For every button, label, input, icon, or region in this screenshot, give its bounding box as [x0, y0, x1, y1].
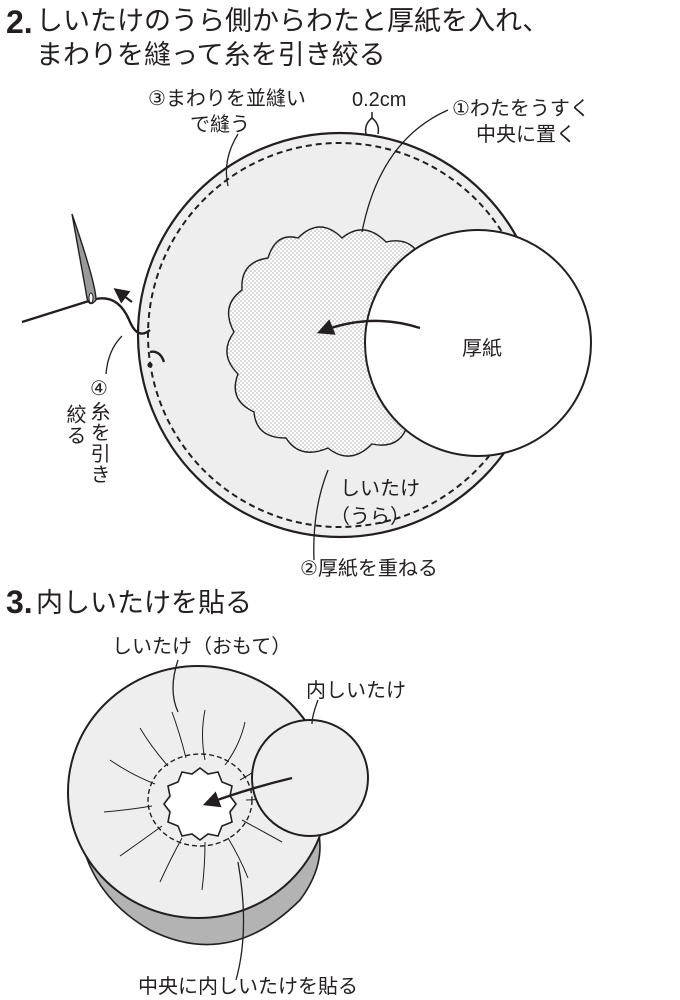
step3-number: 3. [6, 584, 33, 620]
gather-stitch [147, 753, 253, 847]
leader-stack [313, 469, 329, 561]
step2-number: 2. [6, 4, 33, 40]
gill-lines [103, 709, 291, 891]
inner-shiitake [251, 719, 369, 837]
needle [71, 213, 97, 305]
cardboard-circle [364, 229, 592, 457]
label-margin: 0.2cm [352, 89, 407, 111]
margin-bracket [364, 117, 380, 135]
label-sew-line2: で縫う [190, 112, 250, 136]
label-cotton-line2: 中央に置く [476, 122, 576, 146]
label-pull-col2: 絞る [63, 404, 87, 446]
label-sew-line1: ③まわりを並縫い [148, 86, 306, 110]
label-cardboard: 厚紙 [462, 336, 502, 360]
leader-pull [105, 335, 123, 375]
leader-cotton [361, 109, 449, 233]
label-shiitake-line2: （うら） [330, 504, 410, 528]
leader-front [172, 659, 179, 713]
label-inner: 内しいたけ [306, 678, 406, 702]
leader-inner [311, 699, 319, 725]
label-shiitake-line1: しいたけ [340, 476, 420, 500]
label-cotton-line1: ①わたをうすく [452, 96, 590, 120]
thread [21, 297, 151, 335]
leader-sew [225, 133, 239, 187]
label-center: 中央に内しいたけを貼る [138, 974, 358, 998]
label-pull-col1: ④糸を引き [87, 376, 111, 485]
label-front: しいたけ（おもて） [112, 634, 292, 658]
step2-title-line2: まわりを縫って糸を引き絞る [36, 40, 386, 71]
pull-arrow [113, 288, 133, 304]
placement-arrow [316, 319, 421, 335]
leader-center [235, 861, 245, 981]
step2-title-line1: しいたけのうら側からわたと厚紙を入れ、 [36, 6, 550, 37]
gathered-center [163, 767, 237, 841]
label-stack: ②厚紙を重ねる [300, 556, 438, 580]
step3-title: 内しいたけを貼る [36, 588, 252, 619]
thread-end [149, 350, 166, 363]
attach-arrow [202, 776, 293, 808]
